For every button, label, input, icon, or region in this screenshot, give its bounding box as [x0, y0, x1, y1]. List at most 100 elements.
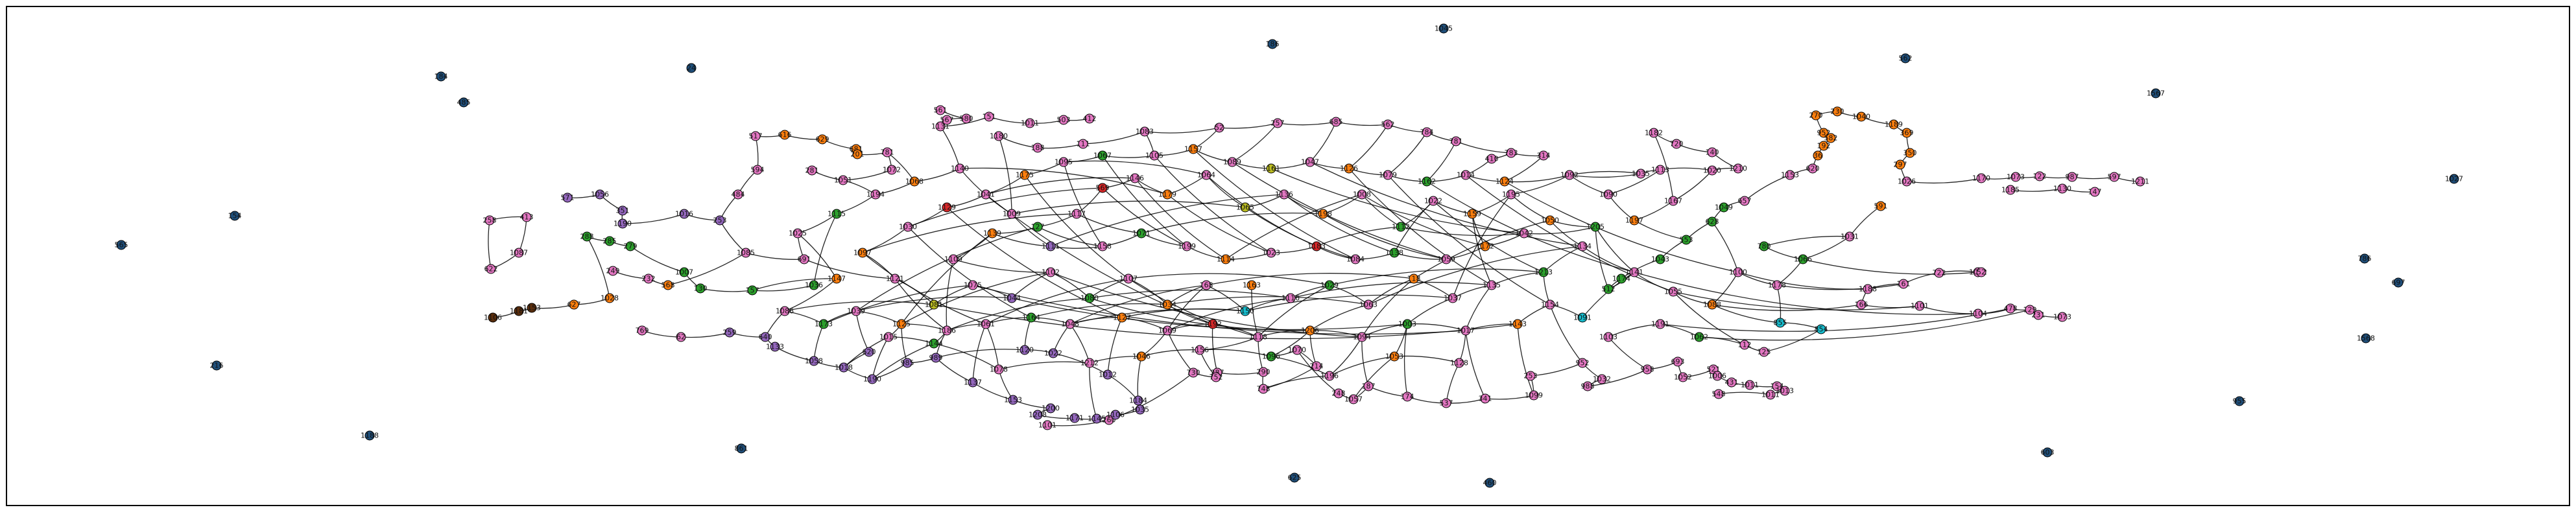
node-label: 1075: [964, 281, 982, 290]
node-marker: [364, 430, 375, 441]
graph-node: 548: [1712, 389, 1726, 399]
graph-edge: [972, 285, 1466, 335]
node-label: 214: [1310, 362, 1324, 371]
node-marker: [1266, 351, 1276, 362]
node-label: 161: [1897, 280, 1911, 288]
node-marker: [1900, 53, 1911, 64]
node-label: 201: [851, 150, 865, 159]
node-label: 1157: [1184, 145, 1202, 154]
node-marker: [1529, 390, 1539, 401]
node-label: 1023: [1262, 249, 1280, 257]
node-label: 1197: [1625, 216, 1643, 225]
node-label: 168: [1200, 281, 1213, 290]
node-marker: [1707, 299, 1717, 310]
graph-edge: [752, 285, 815, 292]
graph-node: 1213: [1534, 267, 1553, 277]
node-label: 154: [228, 212, 242, 220]
node-marker: [2005, 185, 2016, 195]
graph-node: 1181: [510, 306, 528, 316]
node-label: 1195: [1502, 191, 1520, 199]
graph-node: 1089: [1223, 157, 1241, 167]
node-marker: [1292, 345, 1302, 355]
node-label: 52: [1977, 268, 1986, 277]
graph-node: 1141: [1625, 267, 1643, 277]
graph-edge: [946, 297, 1090, 331]
node-label: 1135: [1483, 281, 1501, 290]
graph-node: 412: [1083, 113, 1097, 124]
node-marker: [2135, 176, 2145, 187]
graph-node: 1071: [1132, 228, 1151, 239]
node-label: 1104: [1969, 310, 1987, 318]
node-marker: [867, 374, 877, 384]
graph-edge: [1802, 236, 1850, 260]
graph-node: 1154: [1541, 299, 1559, 310]
node-marker: [1136, 228, 1147, 239]
node-marker: [116, 240, 126, 250]
graph-edge: [1407, 323, 1466, 331]
graph-node: 1138: [1385, 248, 1403, 258]
node-label: 1103: [1599, 333, 1617, 342]
graph-edge: [1413, 220, 1551, 279]
graph-edge: [972, 323, 986, 383]
node-marker: [838, 175, 848, 185]
node-marker: [1772, 381, 1782, 391]
graph-node: 369: [1900, 128, 1914, 138]
graph-edge: [935, 349, 1025, 358]
graph-node: 1153: [1781, 170, 1799, 180]
graph-node: 1179: [1158, 189, 1176, 200]
graph-edge: [1047, 419, 1110, 426]
graph-node: 1083: [1136, 126, 1154, 137]
node-label: 1192: [1204, 320, 1222, 329]
graph-node: 184: [435, 71, 448, 82]
node-marker: [625, 241, 636, 251]
node-label: 1196: [1320, 372, 1339, 380]
graph-node: 693: [1671, 356, 1685, 367]
node-label: 769: [636, 327, 649, 335]
node-marker: [2042, 447, 2053, 458]
node-marker: [770, 342, 780, 352]
graph-edge: [985, 278, 1129, 325]
graph-edge: [518, 216, 527, 253]
graph-node: 1063: [1359, 299, 1377, 310]
node-label: 783: [1505, 149, 1518, 157]
graph-edge: [1199, 336, 1259, 351]
graph-node: 1128: [1450, 358, 1468, 368]
node-marker: [1813, 150, 1823, 161]
graph-node: 1145: [1088, 413, 1106, 424]
graph-edge: [1582, 246, 1635, 273]
node-label: 1171: [1066, 414, 1084, 423]
node-label: 1030: [899, 223, 917, 231]
node-label: 279: [624, 242, 638, 251]
node-label: 1141: [1625, 268, 1643, 277]
node-label: 230: [1831, 108, 1844, 116]
node-marker: [1267, 39, 1278, 49]
node-marker: [1162, 325, 1173, 336]
node-marker: [1117, 312, 1127, 323]
graph-node: 62: [676, 332, 686, 342]
node-label: 597: [2108, 173, 2121, 181]
node-marker: [1409, 273, 1419, 284]
graph-node: 1073: [2053, 312, 2071, 322]
graph-node: 1106: [1106, 410, 1125, 420]
graph-node: 697: [2392, 277, 2405, 288]
graph-edge: [894, 278, 948, 331]
graph-edge: [804, 259, 896, 279]
graph-node: 1185: [2001, 185, 2020, 195]
graph-edge: [1309, 330, 1363, 338]
node-marker: [1007, 293, 1017, 303]
graph-node: 36: [1813, 150, 1823, 161]
graph-edge: [1543, 272, 1551, 305]
node-label: 1022: [1044, 349, 1062, 358]
graph-node: 1196: [1320, 371, 1339, 381]
node-marker: [793, 228, 803, 239]
node-marker: [2005, 303, 2016, 314]
node-label: 1037: [1444, 294, 1462, 303]
node-label: 1007: [675, 268, 693, 277]
graph-node: 1117: [1067, 209, 1086, 219]
node-label: 1116: [1282, 294, 1300, 303]
graph-node: 188: [1031, 143, 1045, 153]
graph-edge: [959, 167, 1168, 195]
graph-node: 1191: [1651, 319, 1669, 329]
node-label: 855: [1774, 319, 1787, 327]
node-label: 1568: [2357, 334, 2375, 343]
